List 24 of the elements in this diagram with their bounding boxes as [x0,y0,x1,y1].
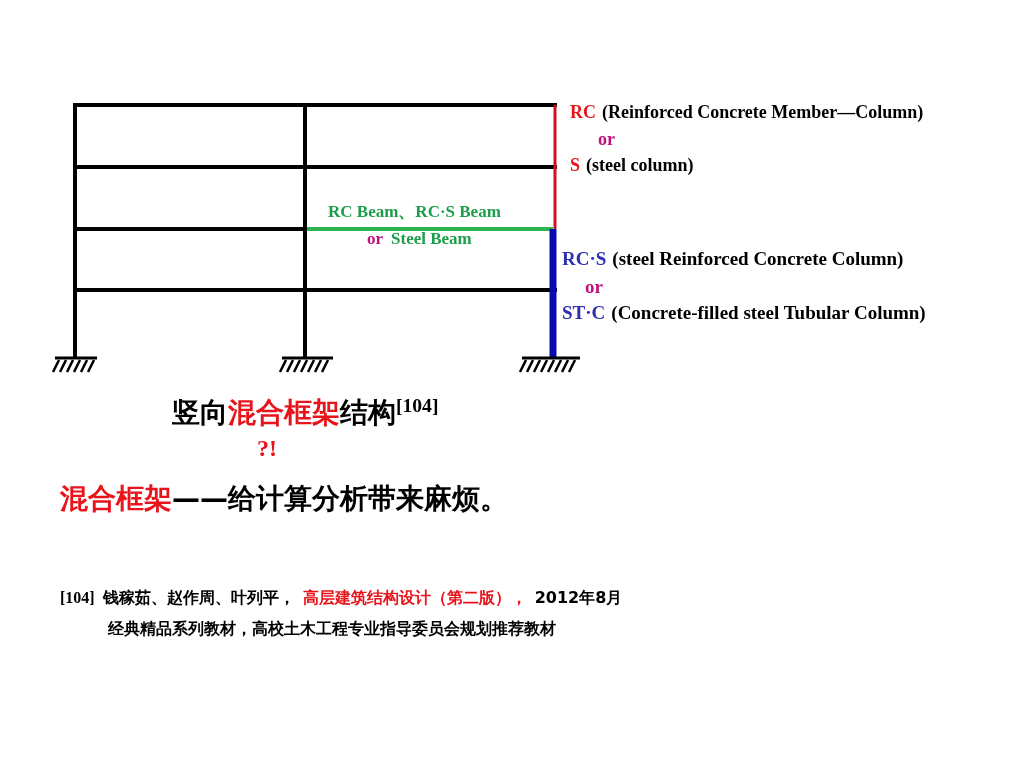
exclamation-text: ?! [257,435,277,462]
heading-text: 竖向 [172,395,228,431]
member-code: ST·C [562,302,606,324]
statement-text: 混合框架 [60,481,172,517]
reference-title: 高层建筑结构设计（第二版）， [302,588,527,609]
reference-number: [104] [60,589,95,607]
heading-text: 混合框架 [228,395,340,431]
statement-text: ——给计算分析带来麻烦。 [172,481,508,517]
beam-label: Steel Beam [391,229,472,249]
connector-word: or [367,229,384,249]
member-code: RC [570,102,596,123]
member-code: S [570,155,580,176]
connector-word: or [598,129,615,150]
connector-word: or [585,276,603,298]
reference-text: 2012年8月 [534,588,623,609]
member-code: RC·S [562,248,607,270]
reference-text: 经典精品系列教材，高校土木工程专业指导委员会规划推荐教材 [108,619,556,640]
reference-text: 钱稼茹、赵作周、叶列平， [102,588,295,609]
member-description: (Reinforced Concrete Member—Column) [602,102,924,123]
member-description: (steel column) [586,155,694,176]
beam-label: RC Beam、RC·S Beam [328,201,501,223]
heading-text: 结构$^{[104]}$ [340,394,439,431]
member-description: (steel Reinforced Concrete Column) [612,248,904,270]
member-description: (Concrete-filled steel Tubular Column) [611,302,926,324]
